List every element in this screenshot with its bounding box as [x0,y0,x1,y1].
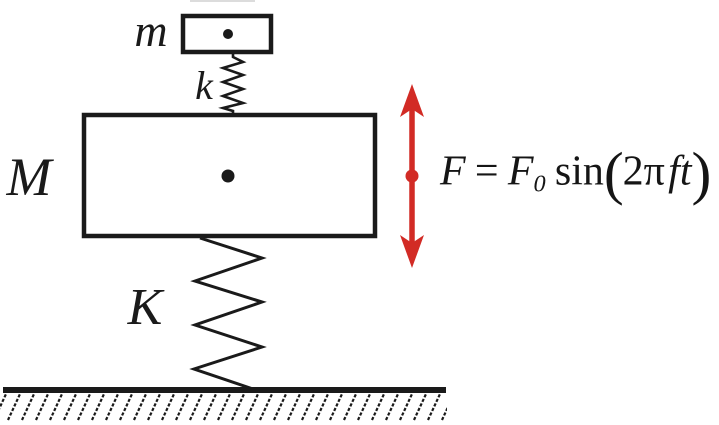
equation-arg-variables: ft [668,148,692,195]
small-mass-center-dot [223,29,233,39]
force-arrow-head-down [400,235,424,268]
force-arrow-head-up [400,84,424,117]
lower-spring-label: K [127,279,163,336]
spring-k-icon [218,54,248,115]
small-mass-box [180,13,274,55]
equation-equals: = [474,148,499,195]
force-application-dot [405,169,419,183]
small-mass-label: m [134,5,168,56]
spring-K-icon [189,236,267,392]
equation-F0-subscript: 0 [533,170,546,198]
equation-F: F [440,148,466,195]
force-double-arrow-icon [400,84,424,268]
ground-hatching-icon [0,393,447,421]
upper-spring-label: k [195,63,213,108]
large-mass-center-dot [221,169,235,183]
crop-artifact-line [190,0,255,2]
ground [0,387,447,421]
equation-arg-coefficient: 2π [622,148,665,195]
equation-sin: sin [554,148,604,195]
equation-open-paren: ( [603,139,624,206]
large-mass-label: M [6,147,52,207]
equation-F0-base: F [507,148,534,195]
equation-close-paren: ) [691,139,712,206]
